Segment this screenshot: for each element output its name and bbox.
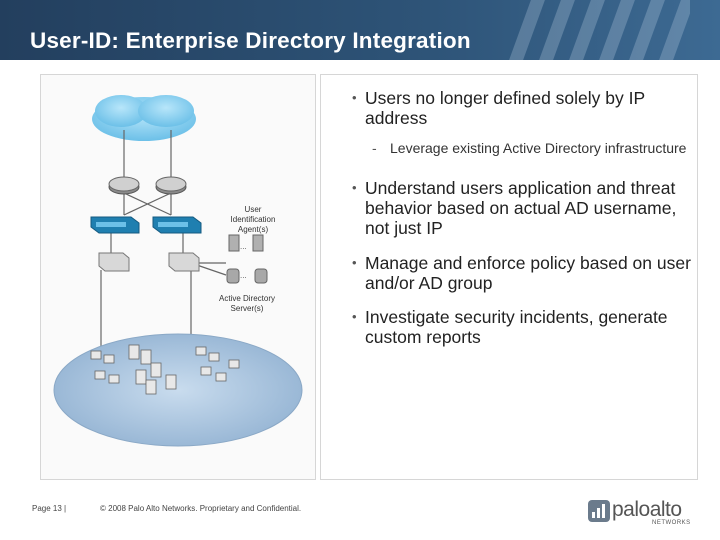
svg-text:...: ... — [240, 242, 247, 251]
agent-label: User Identification Agent(s) — [230, 205, 276, 234]
firewall-icon — [90, 216, 140, 234]
title-bar: User-ID: Enterprise Directory Integratio… — [0, 0, 720, 60]
svg-text:...: ... — [240, 271, 247, 280]
bullet-item: Users no longer defined solely by IP add… — [352, 88, 692, 128]
ad-server-icon: ... — [226, 268, 268, 284]
slide-title: User-ID: Enterprise Directory Integratio… — [30, 28, 471, 53]
sub-bullet-item: Leverage existing Active Directory infra… — [352, 140, 692, 156]
bullet-item: Investigate security incidents, generate… — [352, 307, 692, 347]
bullet-list: Users no longer defined solely by IP add… — [352, 88, 692, 347]
network-diagram: ... ... User Identification Agent(s) Act… — [40, 74, 316, 480]
switch-icon — [168, 252, 200, 272]
router-icon — [155, 176, 187, 195]
internet-cloud-icon — [92, 95, 196, 141]
logo-wordmark: paloalto — [612, 498, 682, 521]
bullet-item: Understand users application and threat … — [352, 178, 692, 238]
bullet-item: Manage and enforce policy based on user … — [352, 253, 692, 293]
logo-mark-icon — [588, 500, 610, 522]
client-computers-icon — [90, 344, 240, 395]
ad-server-label: Active Directory Server(s) — [218, 294, 275, 313]
router-icon — [108, 176, 140, 195]
firewall-icon — [152, 216, 202, 234]
lan-disc — [53, 333, 303, 447]
page-number: Page 13 | — [32, 504, 67, 513]
copyright: © 2008 Palo Alto Networks. Proprietary a… — [100, 504, 302, 513]
agent-server-icon: ... — [228, 234, 264, 252]
switch-icon — [98, 252, 130, 272]
paloalto-logo: paloalto NETWORKS — [588, 498, 691, 530]
logo-subtitle: NETWORKS — [652, 520, 691, 526]
header-decoration — [500, 0, 690, 60]
